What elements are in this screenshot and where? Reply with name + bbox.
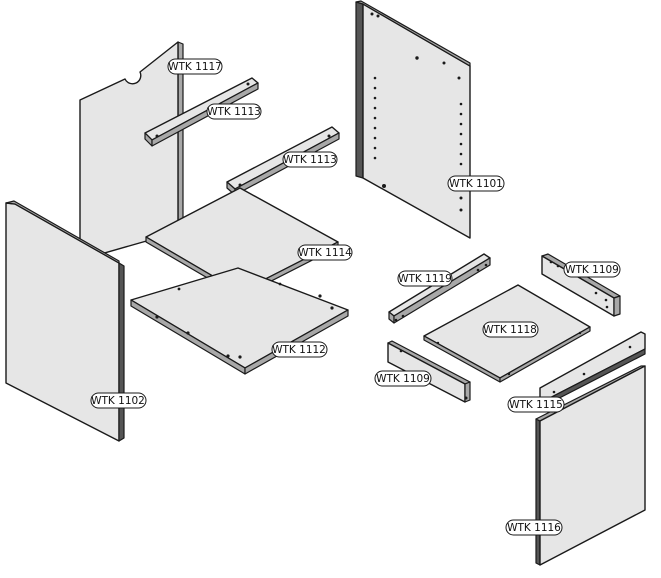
- svg-text:WTK 1102: WTK 1102: [91, 395, 145, 407]
- svg-text:WTK 1101: WTK 1101: [449, 178, 503, 190]
- label-wtk-1102: WTK 1102: [90, 392, 147, 409]
- svg-text:WTK 1116: WTK 1116: [507, 522, 561, 534]
- svg-text:WTK 1113: WTK 1113: [207, 106, 261, 118]
- label-wtk-1118: WTK 1118: [482, 321, 539, 338]
- label-wtk-1109-right: WTK 1109: [563, 261, 621, 278]
- label-wtk-1113-upper: WTK 1113: [206, 103, 262, 120]
- svg-text:WTK 1109: WTK 1109: [376, 373, 430, 385]
- svg-text:WTK 1115: WTK 1115: [509, 399, 563, 411]
- part-right-side-panel: [355, 0, 471, 239]
- label-wtk-1119: WTK 1119: [397, 270, 453, 287]
- part-bottom-panel: [130, 267, 349, 375]
- svg-text:WTK 1117: WTK 1117: [168, 61, 222, 73]
- part-rail-upper: [144, 77, 259, 147]
- label-wtk-1115: WTK 1115: [507, 396, 565, 413]
- svg-text:WTK 1112: WTK 1112: [272, 344, 326, 356]
- svg-text:WTK 1113: WTK 1113: [283, 154, 337, 166]
- label-wtk-1101: WTK 1101: [447, 175, 505, 192]
- label-wtk-1112: WTK 1112: [271, 341, 328, 358]
- svg-text:WTK 1114: WTK 1114: [298, 247, 352, 259]
- label-wtk-1116: WTK 1116: [505, 519, 563, 536]
- label-wtk-1114: WTK 1114: [297, 244, 353, 261]
- svg-text:WTK 1119: WTK 1119: [398, 273, 452, 285]
- svg-text:WTK 1118: WTK 1118: [483, 324, 537, 336]
- label-wtk-1117: WTK 1117: [167, 58, 223, 75]
- svg-text:WTK 1109: WTK 1109: [565, 264, 619, 276]
- label-wtk-1113-lower: WTK 1113: [282, 151, 338, 168]
- label-wtk-1109-left: WTK 1109: [374, 370, 432, 387]
